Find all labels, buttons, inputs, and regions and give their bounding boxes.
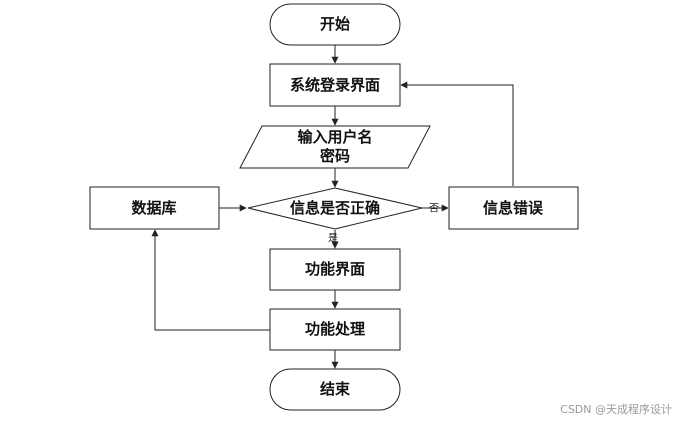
edge-proc-database	[151, 229, 270, 331]
login-node: 系统登录界面	[269, 63, 401, 107]
end-label: 结束	[320, 380, 351, 398]
edge-label-no: 否	[429, 203, 439, 215]
function-ui-label: 功能界面	[305, 260, 365, 278]
input-node: 输入用户名 密码	[239, 125, 431, 169]
function-proc-label: 功能处理	[305, 320, 365, 338]
edge-error-login	[400, 81, 514, 186]
check-label: 信息是否正确	[290, 199, 380, 217]
function-proc-node: 功能处理	[269, 308, 401, 351]
connectors	[151, 45, 514, 369]
database-label: 数据库	[131, 199, 176, 217]
check-node: 信息是否正确	[247, 187, 423, 230]
end-node: 结束	[269, 368, 401, 411]
start-label: 开始	[320, 15, 350, 33]
error-label: 信息错误	[483, 199, 544, 217]
function-ui-node: 功能界面	[269, 248, 401, 291]
watermark: CSDN @天成程序设计	[560, 402, 672, 416]
edge-label-yes: 是	[328, 233, 338, 245]
login-label: 系统登录界面	[290, 76, 380, 94]
database-node: 数据库	[89, 186, 220, 230]
input-label-line1: 输入用户名	[297, 128, 372, 146]
error-node: 信息错误	[448, 186, 579, 230]
input-label-line2: 密码	[320, 147, 350, 165]
start-node: 开始	[269, 3, 401, 46]
